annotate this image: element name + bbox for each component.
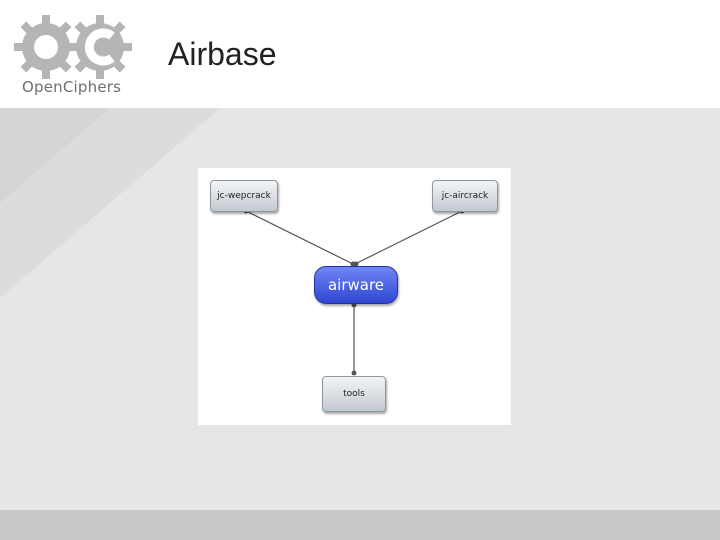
node-tools: tools bbox=[322, 376, 386, 412]
edge-dot bbox=[353, 261, 359, 267]
node-jc-wepcrack: jc-wepcrack bbox=[210, 180, 278, 212]
edge-dot bbox=[351, 370, 357, 376]
edge-jc-aircrack-airware bbox=[354, 210, 463, 265]
slide-content: jc-wepcrack jc-aircrack airware tools bbox=[0, 108, 720, 510]
edge-jc-wepcrack-airware bbox=[245, 210, 354, 265]
openciphers-logo bbox=[12, 12, 132, 100]
logo-text: OpenCiphers bbox=[22, 78, 122, 96]
slide-header: OpenCiphers Airbase bbox=[0, 0, 720, 108]
dependency-diagram: jc-wepcrack jc-aircrack airware tools bbox=[198, 168, 511, 425]
slide-footer bbox=[0, 510, 720, 540]
background-decoration bbox=[0, 108, 220, 298]
node-airware: airware bbox=[314, 266, 398, 304]
slide-title: Airbase bbox=[168, 36, 277, 72]
node-jc-aircrack: jc-aircrack bbox=[432, 180, 498, 212]
gear-logo-icon bbox=[14, 15, 132, 79]
